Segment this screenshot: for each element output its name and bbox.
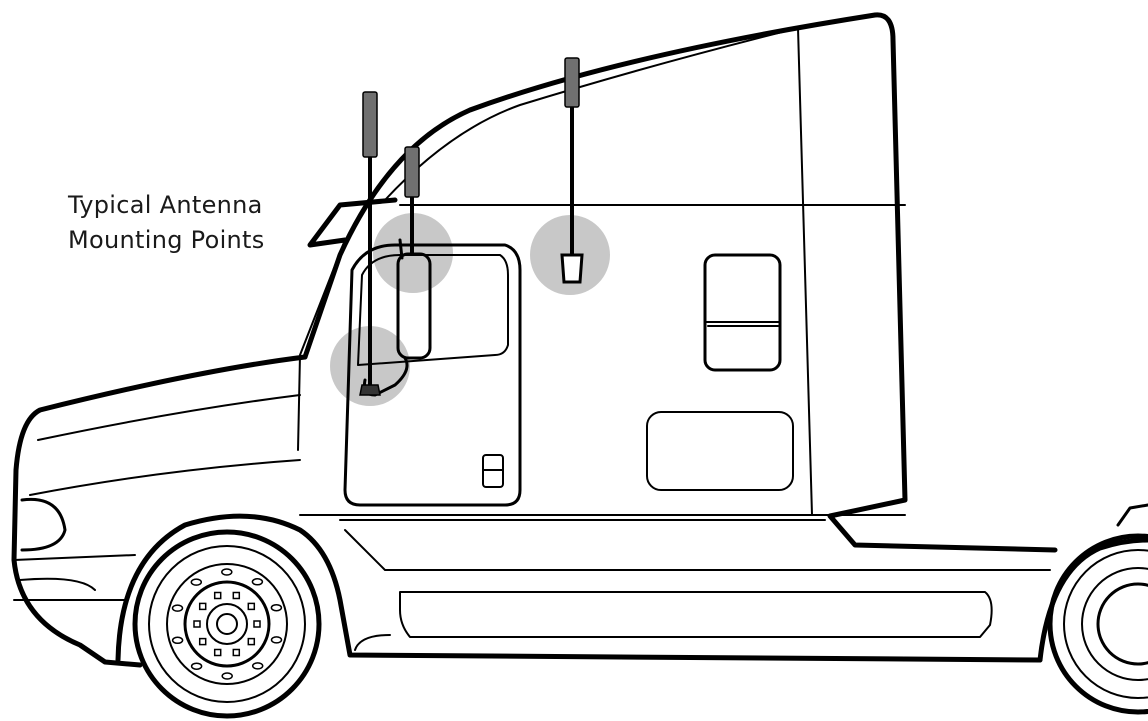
lug-nut	[198, 637, 207, 646]
wheel-hole	[221, 672, 233, 680]
lug-nut	[213, 648, 222, 657]
lug-nut	[232, 648, 241, 657]
front-wheel-lugs	[171, 568, 283, 680]
headlight	[20, 497, 67, 552]
sleeper-window	[703, 253, 782, 372]
wheel-hole	[270, 603, 283, 612]
lug-nut	[232, 591, 241, 600]
wheel-hole	[190, 662, 203, 670]
hood-lower-line	[29, 459, 301, 496]
front-fender	[115, 513, 1043, 663]
caption-line-1: Typical Antenna	[68, 191, 263, 219]
windshield-pillar	[297, 239, 346, 451]
wheel-hole	[221, 568, 233, 576]
caption: Typical Antenna Mounting Points	[68, 188, 265, 258]
cab-roof-outline	[302, 12, 1058, 553]
lug-nut	[247, 637, 256, 646]
sleeper-window-divider	[704, 321, 781, 327]
antenna-mirror-arm	[359, 91, 381, 396]
wheel-hole	[270, 636, 283, 644]
antenna-cab-roof	[560, 57, 584, 284]
wheel-hole	[190, 578, 203, 586]
antenna-mirror-top	[404, 146, 420, 255]
side-skirt	[399, 591, 993, 638]
visor	[307, 197, 398, 248]
lug-nut	[247, 602, 256, 611]
wheel-hole	[171, 636, 184, 645]
side-skirt-inner	[354, 634, 391, 651]
door-outline	[343, 243, 522, 507]
rear-wheel	[1047, 533, 1148, 715]
wheel-hole	[171, 604, 184, 612]
lug-nut	[253, 620, 261, 628]
hood-outline	[11, 354, 308, 668]
sleeper-back-seam	[797, 27, 813, 516]
roof-inner-line	[384, 27, 799, 201]
side-skirt-top	[344, 529, 1051, 571]
door-window	[357, 254, 509, 366]
rear-fender	[1037, 537, 1148, 663]
mirror-top-arm	[398, 238, 404, 260]
lug-nut	[198, 602, 207, 611]
wheel-hole	[251, 578, 264, 586]
hood-line	[37, 394, 301, 441]
bumper	[13, 554, 136, 601]
front-wheel	[132, 529, 322, 719]
caption-line-2: Mounting Points	[68, 226, 265, 254]
wheel-hole	[251, 662, 264, 670]
storage-compartment	[646, 411, 794, 491]
lug-nut	[213, 591, 222, 600]
rear-frame	[1116, 503, 1148, 527]
lug-nut	[193, 620, 201, 628]
